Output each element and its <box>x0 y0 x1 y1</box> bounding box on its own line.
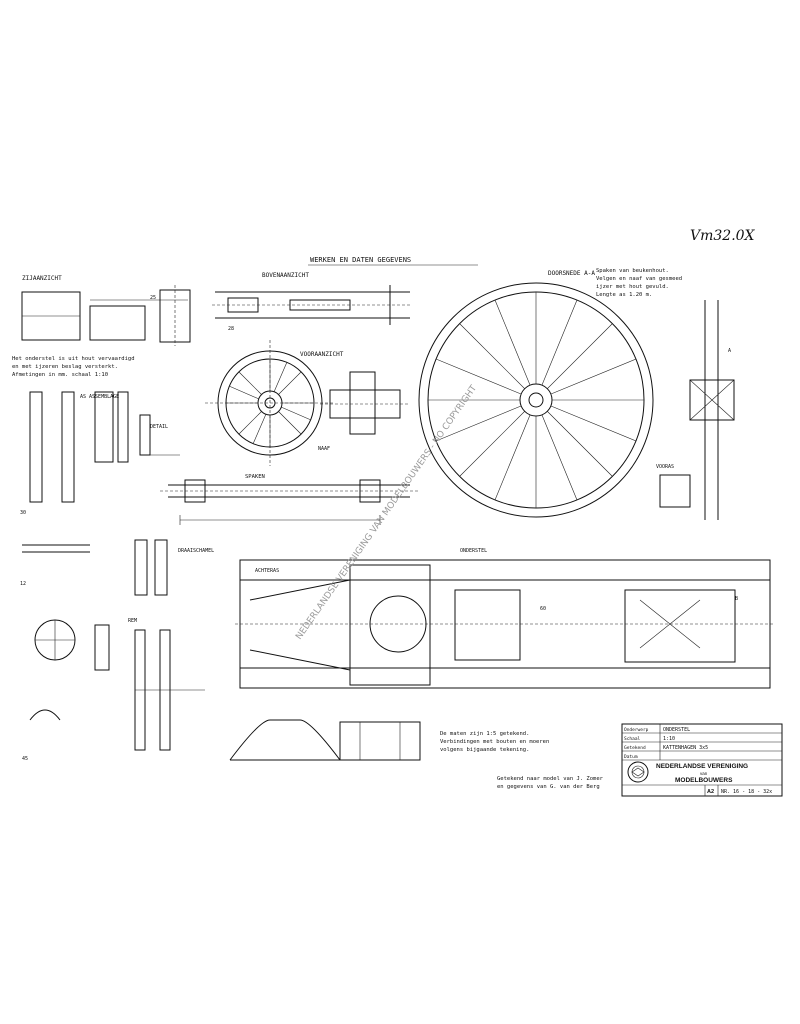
org-name-2: MODELBOUWERS <box>675 777 733 784</box>
title-block-value: ONDERSTEL <box>663 727 690 733</box>
archive-number: Vm32.0X <box>690 228 756 244</box>
title-block-value: 1:10 <box>663 736 675 742</box>
view-label-detail: DETAIL <box>150 424 168 430</box>
bolster-parts: DRAAISCHAMEL REM <box>128 539 214 751</box>
dim-label: 45 <box>22 756 28 762</box>
title-block-label: Schaal <box>624 736 641 742</box>
title-block-label: Datum <box>624 754 638 760</box>
credit-line: Getekend naar model van J. Zomer <box>497 776 604 782</box>
dim-label: 25 <box>150 295 156 301</box>
dim-label: 12 <box>20 581 26 587</box>
credit-line: en gegevens van G. van der Berg <box>497 784 600 790</box>
title-block-value: KATTENHAGEN 3x5 <box>663 745 708 751</box>
note-line: Spaken van beukenhout. <box>596 268 669 274</box>
view-label-front-axle: VOORAS <box>656 464 674 470</box>
view-label-bolster: DRAAISCHAMEL <box>178 548 214 554</box>
org-name: NEDERLANDSE VERENIGING <box>656 763 748 770</box>
org-name-van: van <box>700 771 708 776</box>
note-line: en met ijzeren beslag versterkt. <box>12 364 118 370</box>
view-label-spokes: SPAKEN <box>245 474 265 480</box>
title-block-label: Getekend <box>624 745 646 751</box>
notes-right: Spaken van beukenhout. Velgen en naaf va… <box>596 268 682 298</box>
view-label-side: ZIJAANZICHT <box>22 275 62 282</box>
dim-label: 28 <box>228 326 234 332</box>
top-view-detail: BOVENAANZICHT 28 <box>212 272 412 332</box>
chassis-plan: ONDERSTEL ACHTERAS 60 B <box>235 548 775 689</box>
section-right: VOORAS A <box>656 300 735 520</box>
view-label-front: VOORAANZICHT <box>300 351 344 358</box>
watermark: NEDERLANDSE VERENIGING VAN MODELBOUWERS … <box>294 383 479 641</box>
hub-side-view: NAAF <box>318 371 410 452</box>
note-line: Afmetingen in mm. schaal 1:10 <box>12 372 108 378</box>
note-line: Het onderstel is uit hout vervaardigd <box>12 356 135 362</box>
sheet-number: NR. 16 - 18 - 32x <box>721 789 772 795</box>
notes-bottom: De maten zijn 1:5 getekend. Verbindingen… <box>440 731 604 790</box>
axle-assembly: SPAKEN <box>160 474 420 525</box>
small-wheel-view: VOORAANZICHT <box>205 340 344 466</box>
view-label-section: DOORSNEDE A-A <box>548 270 595 277</box>
main-title: WERKEN EN DATEN GEGEVENS <box>310 256 411 264</box>
note-line: Lengte as 1.20 m. <box>596 292 652 298</box>
side-view-detail: ZIJAANZICHT 25 <box>21 275 191 346</box>
view-label-top: BOVENAANZICHT <box>262 272 309 279</box>
note-line: ijzer met hout gevuld. <box>596 284 669 290</box>
vertical-parts-left: AS ASSEMBLAGE DETAIL 30 <box>20 391 180 516</box>
dim-label: 30 <box>20 510 26 516</box>
large-wheel-view: DOORSNEDE A-A <box>418 270 654 518</box>
view-label-rear-axle: ACHTERAS <box>255 568 279 574</box>
association-logo <box>627 761 649 783</box>
title-block: Onderwerp ONDERSTEL Schaal 1:10 Getekend… <box>621 723 783 797</box>
title-block-label: Onderwerp <box>624 727 649 733</box>
curved-parts <box>229 719 421 761</box>
view-label-brake: REM <box>128 618 137 624</box>
dim-label: 60 <box>540 606 546 612</box>
section-marker: B <box>735 596 738 602</box>
note-line: Velgen en naaf van gesmeed <box>596 276 682 282</box>
small-details-left: 12 45 <box>20 544 110 762</box>
view-label-hub: NAAF <box>318 446 330 452</box>
sheet-size: A2 <box>707 789 714 795</box>
note-line: volgens bijgaande tekening. <box>440 747 529 753</box>
view-label-chassis: ONDERSTEL <box>460 548 487 554</box>
notes-left: Het onderstel is uit hout vervaardigd en… <box>12 356 135 378</box>
view-label-axle: AS ASSEMBLAGE <box>80 394 119 400</box>
note-line: De maten zijn 1:5 getekend. <box>440 731 529 737</box>
note-line: Verbindingen met bouten en moeren <box>440 739 549 745</box>
section-marker: A <box>728 348 731 354</box>
